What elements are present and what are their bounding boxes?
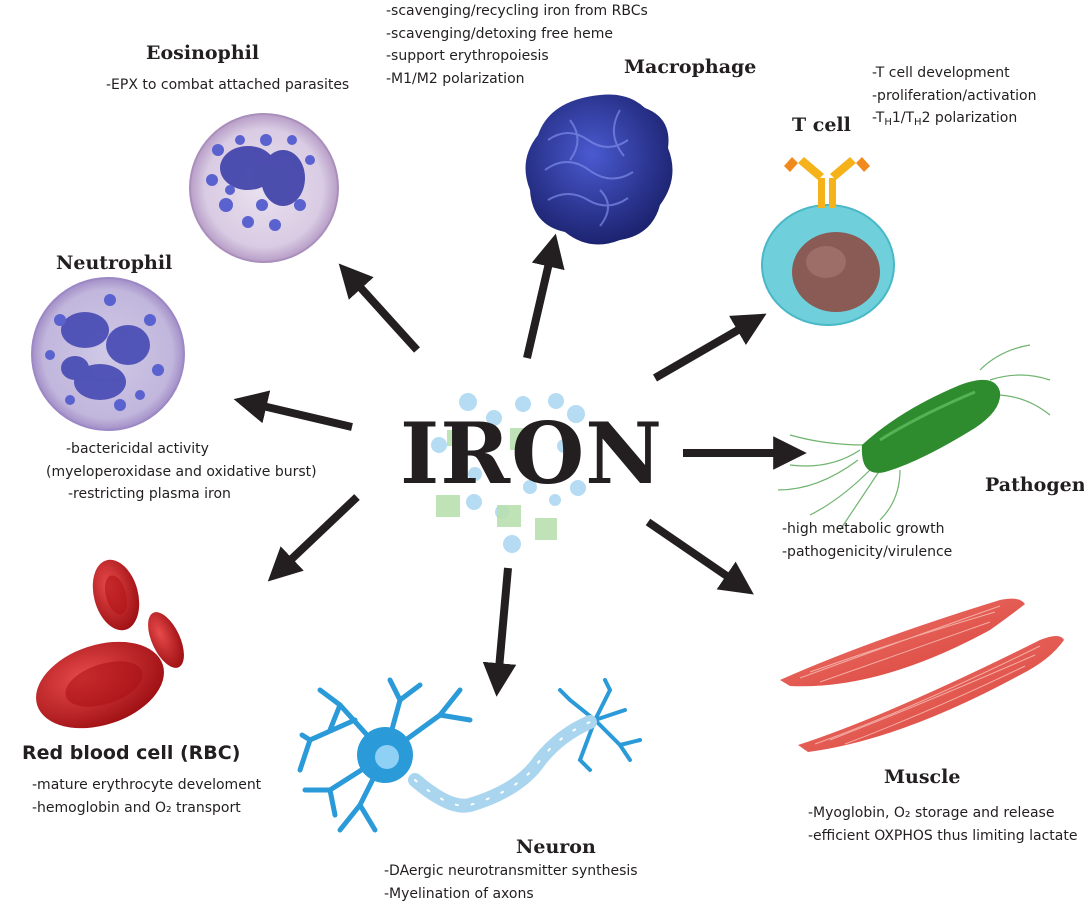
eosinophil-notes: -EPX to combat attached parasites bbox=[106, 74, 349, 97]
muscle-notes: -Myoglobin, O₂ storage and release -effi… bbox=[808, 802, 1077, 847]
note-sub: H bbox=[914, 117, 922, 128]
note-line: -scavenging/detoxing free heme bbox=[386, 25, 613, 42]
note-line: -proliferation/activation bbox=[872, 87, 1037, 104]
iron-arrows bbox=[233, 233, 807, 697]
pathogen-notes: -high metabolic growth -pathogenicity/vi… bbox=[782, 518, 952, 563]
tcell-title: T cell bbox=[792, 114, 851, 136]
note-text: 1/T bbox=[891, 110, 915, 126]
muscle-image bbox=[780, 598, 1064, 752]
neutrophil-title: Neutrophil bbox=[56, 252, 173, 274]
eosinophil-image bbox=[189, 113, 339, 263]
note-line: -hemoglobin and O₂ transport bbox=[32, 799, 241, 816]
note-line: -M1/M2 polarization bbox=[386, 70, 525, 87]
note-line: -mature erythrocyte develoment bbox=[32, 777, 262, 793]
note-line: -TH1/TH2 polarization bbox=[872, 107, 1036, 135]
macrophage-notes: -scavenging/recycling iron from RBCs -sc… bbox=[386, 0, 648, 90]
neuron-image bbox=[297, 677, 642, 833]
macrophage-image bbox=[525, 94, 673, 245]
rbc-image bbox=[36, 559, 184, 729]
muscle-title: Muscle bbox=[884, 766, 961, 788]
rbc-notes: -mature erythrocyte develoment -hemoglob… bbox=[32, 774, 261, 819]
note-line: -DAergic neurotransmitter synthesis bbox=[384, 863, 638, 879]
note-line: -support erythropoiesis bbox=[386, 48, 549, 64]
note-line: -pathogenicity/virulence bbox=[782, 543, 953, 560]
note-line: -Myelination of axons bbox=[384, 885, 534, 902]
neuron-title: Neuron bbox=[516, 836, 596, 858]
note-line: (myeloperoxidase and oxidative burst) bbox=[46, 463, 317, 480]
note-line: -Myoglobin, O₂ storage and release bbox=[808, 805, 1055, 821]
note-line: -EPX to combat attached parasites bbox=[106, 77, 350, 93]
note-text: -T bbox=[872, 110, 885, 126]
neutrophil-notes: -bactericidal activity (myeloperoxidase … bbox=[46, 438, 317, 506]
iron-particles bbox=[431, 393, 586, 553]
note-line: -high metabolic growth bbox=[782, 521, 945, 537]
tcell-notes: -T cell development -proliferation/activ… bbox=[872, 62, 1036, 135]
note-line: -T cell development bbox=[872, 65, 1010, 81]
neutrophil-image bbox=[31, 277, 185, 431]
tcell-image bbox=[761, 157, 895, 326]
note-line: -bactericidal activity bbox=[66, 441, 209, 457]
pathogen-title: Pathogen bbox=[985, 474, 1084, 496]
note-line: -scavenging/recycling iron from RBCs bbox=[386, 3, 648, 19]
pathogen-image bbox=[777, 344, 1051, 531]
note-sub: H bbox=[884, 117, 892, 128]
iron-label: IRON bbox=[400, 404, 664, 503]
macrophage-title: Macrophage bbox=[624, 56, 757, 78]
note-line: -restricting plasma iron bbox=[68, 486, 231, 502]
rbc-title: Red blood cell (RBC) bbox=[22, 742, 241, 764]
eosinophil-title: Eosinophil bbox=[146, 42, 260, 64]
note-text: 2 polarization bbox=[921, 110, 1018, 126]
neuron-notes: -DAergic neurotransmitter synthesis -Mye… bbox=[384, 860, 638, 905]
note-line: -efficient OXPHOS thus limiting lactate bbox=[808, 827, 1078, 844]
